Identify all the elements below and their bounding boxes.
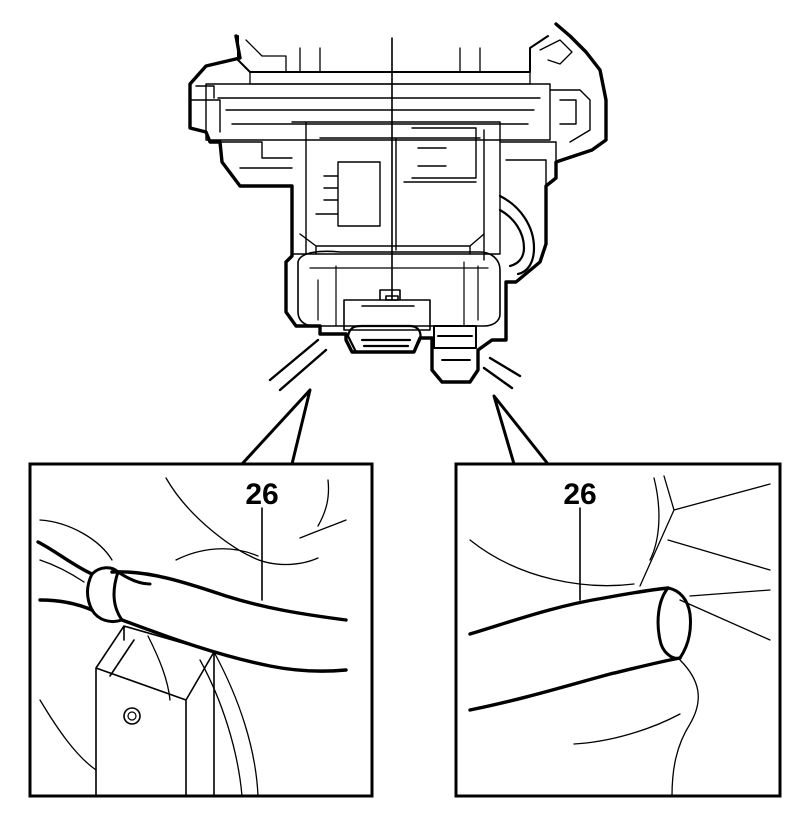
unit-drain-tray (346, 324, 422, 354)
right-inset-hose-sleeve (656, 586, 692, 660)
drain-hose-left-stub (268, 338, 328, 392)
left-inset-background-contour (39, 477, 347, 583)
unit-top-right-tab (539, 39, 573, 65)
right-inset-background-contour (469, 475, 771, 641)
right-inset-hose-lower-edge (468, 656, 682, 712)
unit-right-foot (499, 141, 557, 187)
left-callout-label: 26 (245, 478, 278, 511)
right-detail-inset: 26 (454, 462, 782, 798)
right-callout-leader (492, 394, 550, 465)
left-callout-leader (240, 388, 312, 466)
right-callout-label: 26 (563, 478, 596, 511)
unit-drain-block (343, 289, 431, 331)
unit-top-frame (237, 35, 549, 73)
left-inset-bracket-hole (123, 707, 141, 725)
left-inset-bracket-curve (147, 635, 259, 797)
unit-outer-outline (188, 22, 608, 384)
drain-hose-right-stub (482, 356, 522, 390)
left-inset-frame (28, 462, 374, 798)
unit-upper-housing (205, 83, 551, 141)
unit-lower-reservoir (297, 250, 501, 327)
right-inset-bottom-contour (573, 659, 699, 797)
left-inset-bottom-contour (39, 699, 97, 771)
unit-top-rail (249, 47, 531, 85)
unit-left-bracket (189, 85, 221, 133)
unit-right-bracket (549, 89, 591, 143)
callout-leaders (240, 388, 550, 466)
left-inset-hose-upper-edge (36, 540, 348, 622)
left-inset-hose-sleeve (86, 566, 152, 624)
left-detail-inset: 26 (28, 462, 374, 798)
unit-side-hose (498, 194, 536, 276)
unit-left-foot (219, 141, 293, 169)
left-inset-hose-lower-edge (38, 598, 348, 673)
left-inset-bracket-hole-inner (127, 711, 137, 721)
hvac-unit-assembly (188, 22, 608, 392)
unit-central-body (291, 121, 501, 261)
right-inset-hose-upper-edge (468, 586, 670, 636)
unit-reservoir-inner (309, 261, 489, 327)
unit-top-left-tab (245, 39, 287, 73)
right-inset-frame (454, 462, 782, 798)
unit-flap-panel-left (315, 161, 381, 227)
unit-flap-panel-right (403, 127, 477, 183)
unit-drain-outlet (433, 325, 477, 361)
